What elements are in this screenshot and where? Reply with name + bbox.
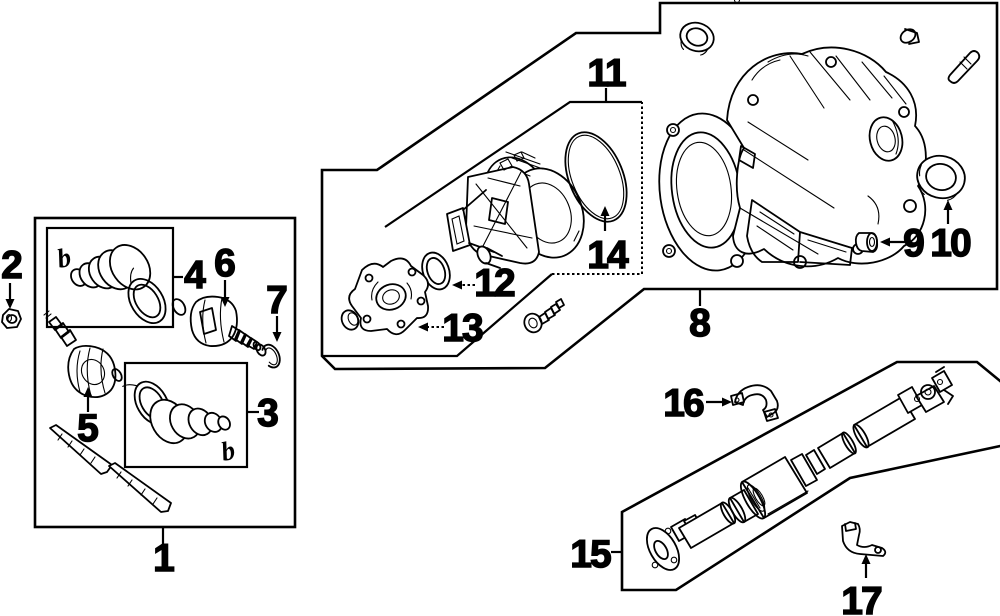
callout-leaders xyxy=(5,88,953,578)
center-bearing-bracket-part-16[interactable] xyxy=(730,384,779,422)
rear-mount-bracket-part-17[interactable] xyxy=(841,521,887,557)
callout-17[interactable]: 17 xyxy=(841,579,884,616)
stopper-bushing-part-9[interactable] xyxy=(854,232,879,253)
callout-6[interactable]: 6 xyxy=(213,241,237,285)
pinion-plug xyxy=(340,309,360,331)
outer-cv-joint-part-5[interactable] xyxy=(43,310,117,399)
callout-3[interactable]: 3 xyxy=(256,391,280,435)
spacer-ring-small xyxy=(111,368,123,382)
callout-13[interactable]: 13 xyxy=(442,306,486,350)
callout-1[interactable]: 1 xyxy=(152,536,176,580)
zone-propshaft-box-15[interactable] xyxy=(620,360,1000,592)
zone-carrier-and-case-band[interactable] xyxy=(320,1,999,371)
stopper-ring-small xyxy=(255,343,267,357)
differential-carrier-assembly[interactable] xyxy=(446,147,597,269)
breather-cap xyxy=(899,28,920,45)
axle-shaft-part-1[interactable] xyxy=(49,424,172,513)
callout-12[interactable]: 12 xyxy=(474,261,518,305)
callout-8[interactable]: 8 xyxy=(688,301,712,345)
final-drive-housing-part-8[interactable] xyxy=(649,0,927,277)
lock-nut-part-2[interactable] xyxy=(1,308,22,329)
snap-ring-small xyxy=(171,298,187,316)
propeller-shaft-part-15[interactable] xyxy=(640,366,954,575)
zone-boot-box-3[interactable] xyxy=(123,361,249,469)
callout-15[interactable]: 15 xyxy=(570,532,614,576)
companion-flange-part-13[interactable] xyxy=(348,257,429,336)
callout-10[interactable]: 10 xyxy=(930,221,974,265)
clamp-mark-b: b xyxy=(218,435,237,467)
callout-16[interactable]: 16 xyxy=(663,381,707,425)
callout-9[interactable]: 9 xyxy=(902,221,926,265)
callout-4[interactable]: 4 xyxy=(183,253,208,297)
side-seal-top xyxy=(679,21,715,56)
carrier-bolt xyxy=(523,298,565,334)
inner-cv-joint-part-6[interactable] xyxy=(189,295,262,352)
carrier-gasket-part-14[interactable] xyxy=(553,123,638,230)
callout-7[interactable]: 7 xyxy=(265,278,288,322)
callout-5[interactable]: 5 xyxy=(76,406,100,450)
cv-boot-kit-part-3[interactable]: b xyxy=(122,370,238,467)
snap-ring-part-7[interactable] xyxy=(260,342,283,370)
clamp-mark-b: b xyxy=(54,242,73,274)
cv-boot-kit-part-4[interactable]: b xyxy=(54,232,173,330)
callout-14[interactable]: 14 xyxy=(587,233,632,277)
pinion-seal-part-10[interactable] xyxy=(913,151,970,203)
callout-2[interactable]: 2 xyxy=(0,243,24,287)
callout-11[interactable]: 11 xyxy=(587,51,629,95)
dowel-pin xyxy=(947,50,981,84)
